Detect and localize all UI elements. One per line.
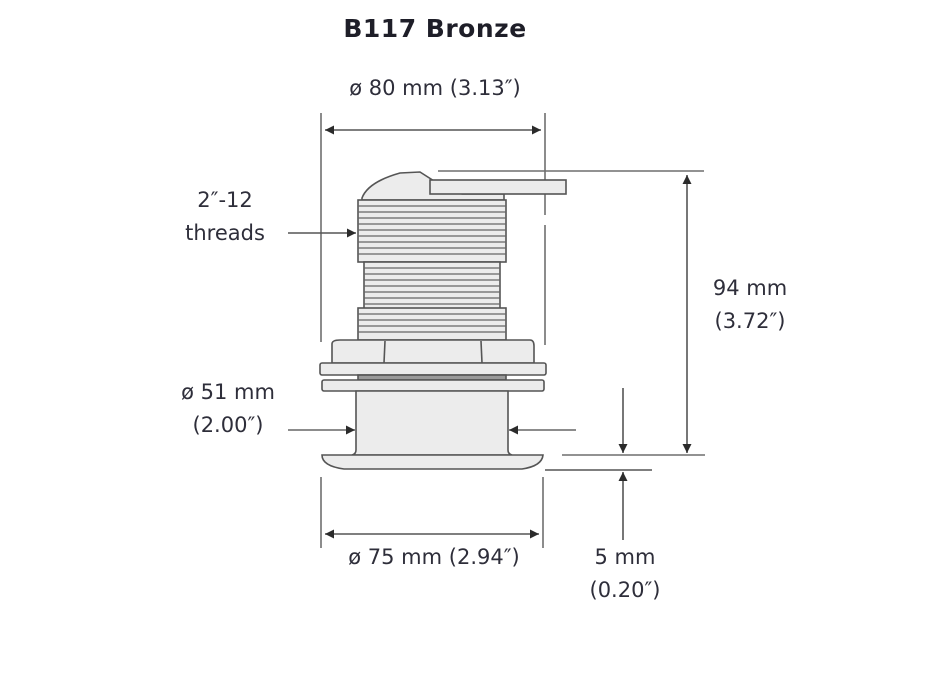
threads-word: threads [185,221,265,245]
flange-diameter-dimension [320,477,544,548]
flange-diameter-label: ø 75 mm (2.94″) [348,545,520,569]
height-imperial: (3.72″) [714,309,786,333]
transducer-body [319,171,567,470]
top-diameter-label: ø 80 mm (3.13″) [349,76,521,100]
threads-label: 2″-12 threads [170,184,280,250]
flange-thickness-dimension [545,388,652,540]
height-metric: 94 mm [712,276,788,300]
diagram-title: B117 Bronze [343,14,527,43]
threads-spec: 2″-12 [197,188,253,212]
top-diameter-dimension [320,113,546,345]
thread-lines [358,205,506,333]
flange-thickness-label: 5 mm (0.20″) [570,541,680,607]
height-dimension [438,170,705,456]
height-label: 94 mm (3.72″) [690,272,810,338]
stem-diameter-metric: ø 51 mm [181,380,275,404]
stem-diameter-imperial: (2.00″) [192,413,264,437]
flange-thickness-imperial: (0.20″) [589,578,661,602]
stem-diameter-label: ø 51 mm (2.00″) [168,376,288,442]
flange-thickness-metric: 5 mm [594,545,656,569]
